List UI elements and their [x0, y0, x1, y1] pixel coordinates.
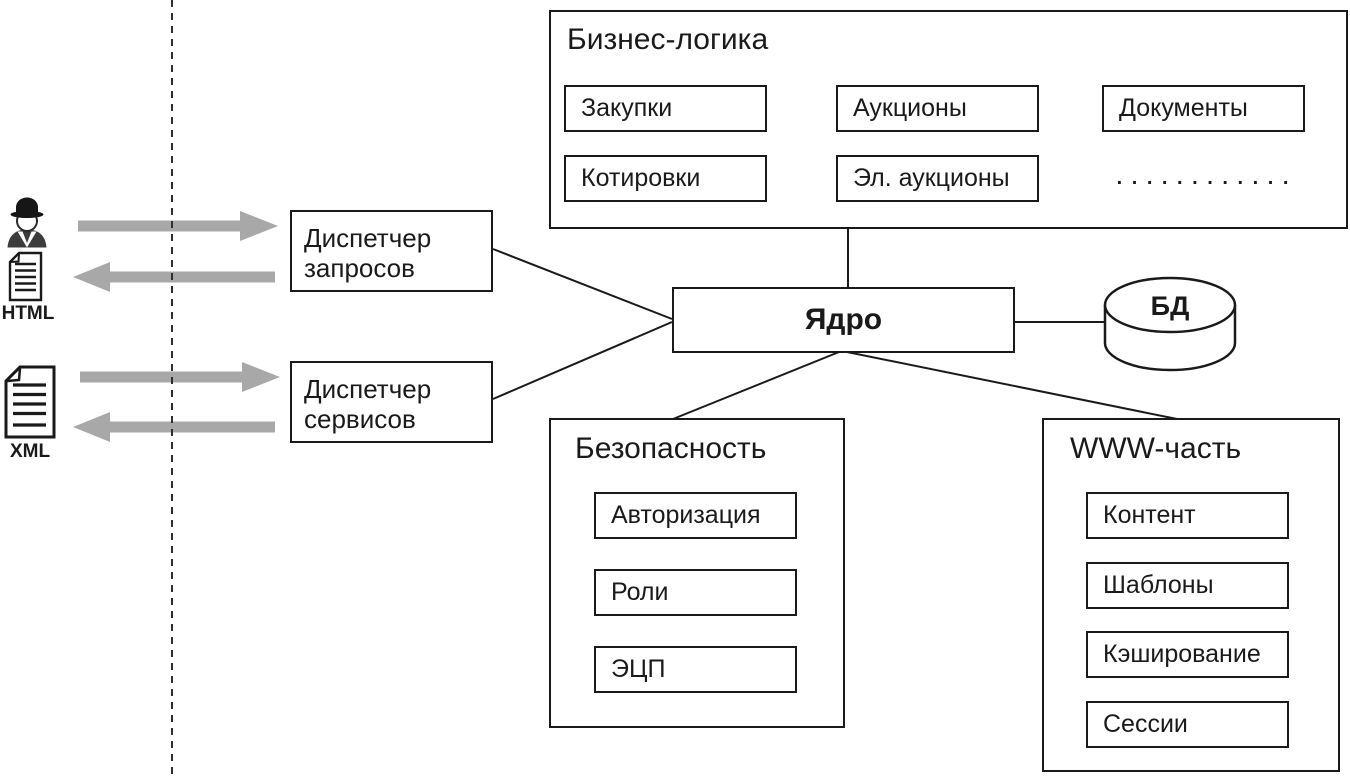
node-roles: Роли	[594, 569, 797, 616]
connector-request-dispatcher-to-core	[492, 248, 673, 320]
node-caching: Кэширование	[1086, 631, 1289, 678]
node-templates: Шаблоны	[1086, 562, 1289, 609]
connector-service-dispatcher-to-core	[492, 321, 673, 400]
node-www-part: WWW-часть Контент Шаблоны Кэширование Се…	[1042, 418, 1340, 772]
node-content: Контент	[1086, 492, 1289, 539]
www-title: WWW-часть	[1070, 432, 1242, 465]
html-client-label: HTML	[1, 303, 55, 324]
node-request-dispatcher: Диспетчер запросов	[290, 210, 493, 292]
connector-core-to-www	[846, 351, 1178, 420]
response-arrow-to-xml	[73, 412, 275, 442]
connector-core-to-security	[672, 351, 840, 420]
connector-lines	[492, 229, 1178, 420]
node-e-auctions: Эл. аукционы	[836, 155, 1039, 202]
node-security: Безопасность Авторизация Роли ЭЦП	[549, 418, 845, 728]
node-service-dispatcher: Диспетчер сервисов	[290, 361, 493, 443]
node-business-logic: Бизнес-логика Закупки Аукционы Документы…	[549, 10, 1348, 229]
security-title: Безопасность	[575, 432, 767, 465]
node-auctions: Аукционы	[836, 85, 1039, 132]
html-document-icon	[8, 251, 43, 302]
node-sessions: Сессии	[1086, 701, 1289, 748]
person-icon	[7, 197, 47, 248]
node-quotations: Котировки	[564, 155, 767, 202]
database-cylinder-icon	[1103, 276, 1237, 372]
request-arrow-user-to-request-dispatcher	[78, 211, 278, 241]
flow-arrows	[73, 211, 280, 442]
xml-client-label: XML	[9, 441, 51, 462]
business-logic-title: Бизнес-логика	[567, 23, 769, 56]
xml-document-icon	[4, 365, 56, 439]
more-modules-ellipsis: . . . . . . . . . . . .	[1116, 167, 1291, 189]
node-digital-signature: ЭЦП	[594, 646, 797, 693]
request-arrow-xml-to-service-dispatcher	[80, 362, 280, 392]
response-arrow-to-html	[73, 262, 275, 292]
node-core: Ядро	[672, 287, 1015, 353]
node-authorization: Авторизация	[594, 492, 797, 539]
database-label: БД	[1150, 291, 1190, 321]
node-documents: Документы	[1102, 85, 1305, 132]
node-purchases: Закупки	[564, 85, 767, 132]
